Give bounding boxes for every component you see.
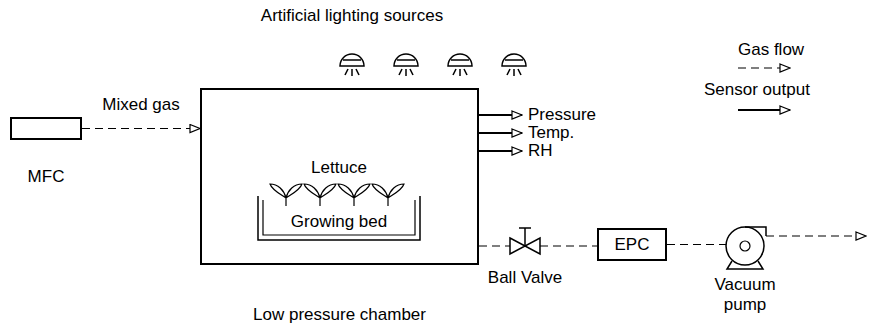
pump-outlet <box>766 235 866 236</box>
sensor-label: Temp. <box>528 123 574 143</box>
legend-gas-sample <box>738 67 790 68</box>
lettuce-plants <box>270 184 404 206</box>
plant-label: Lettuce <box>311 158 367 178</box>
lamp <box>394 54 418 66</box>
device-label: EPC <box>615 235 650 255</box>
gas-line <box>540 245 597 246</box>
pump-node: Vacuum pump <box>724 225 766 267</box>
chamber-node: Low pressure chamberLettuceGrowing bed <box>200 88 479 265</box>
pump-label: Vacuum pump <box>706 275 784 314</box>
lamp <box>448 54 472 66</box>
lamp <box>502 54 526 66</box>
device-label: MFC <box>28 167 65 187</box>
gas-line <box>667 244 726 245</box>
ball-valve-symbol <box>508 224 542 258</box>
sensor-arrows <box>479 115 522 151</box>
legend-text: Gas flow <box>738 40 804 60</box>
bed-label: Growing bed <box>291 212 387 232</box>
mfc-node: MFC <box>10 117 82 140</box>
epc-node: EPC <box>597 228 667 261</box>
sensor-label: Pressure <box>528 105 596 125</box>
lamp <box>340 54 364 66</box>
edge-label: Mixed gas <box>100 95 181 115</box>
vacuum-pump-symbol <box>724 225 766 267</box>
valve-node: Ball Valve <box>508 224 542 258</box>
valve-label: Ball Valve <box>488 268 562 288</box>
legend-text: Sensor output <box>704 80 810 100</box>
gas-line <box>479 245 510 246</box>
lamp-symbols <box>340 54 526 76</box>
sensor-label: RH <box>528 141 553 161</box>
chamber-label: Low pressure chamber <box>253 305 426 325</box>
gas-line <box>82 128 200 129</box>
bed-node: LettuceGrowing bed <box>256 156 422 244</box>
legend-sensor-sample <box>738 109 790 111</box>
device-box <box>10 117 82 140</box>
lighting-label: Artificial lighting sources <box>261 6 443 26</box>
